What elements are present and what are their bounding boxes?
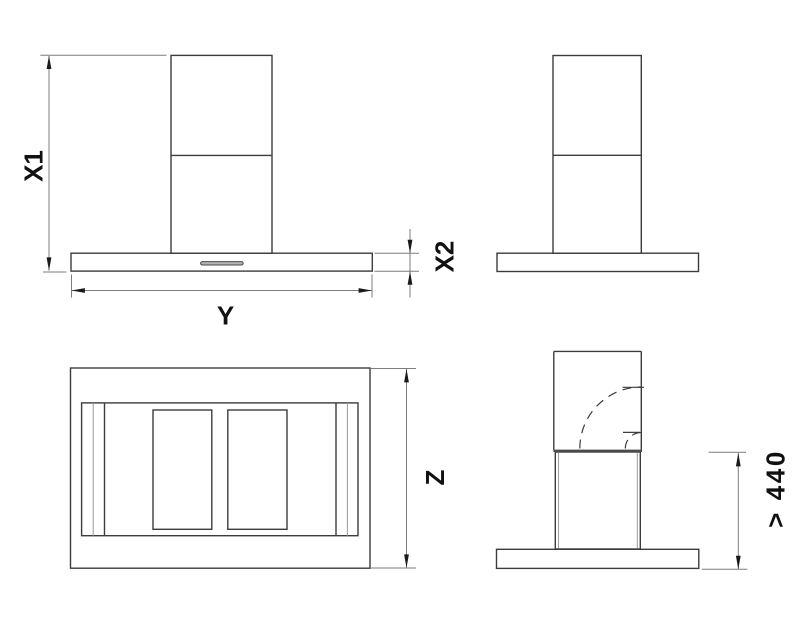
svg-text:X2: X2 xyxy=(430,241,460,273)
svg-text:> 440: > 440 xyxy=(761,449,791,528)
svg-text:X1: X1 xyxy=(19,150,49,182)
svg-text:Z: Z xyxy=(420,469,450,485)
svg-text:Y: Y xyxy=(217,301,234,331)
